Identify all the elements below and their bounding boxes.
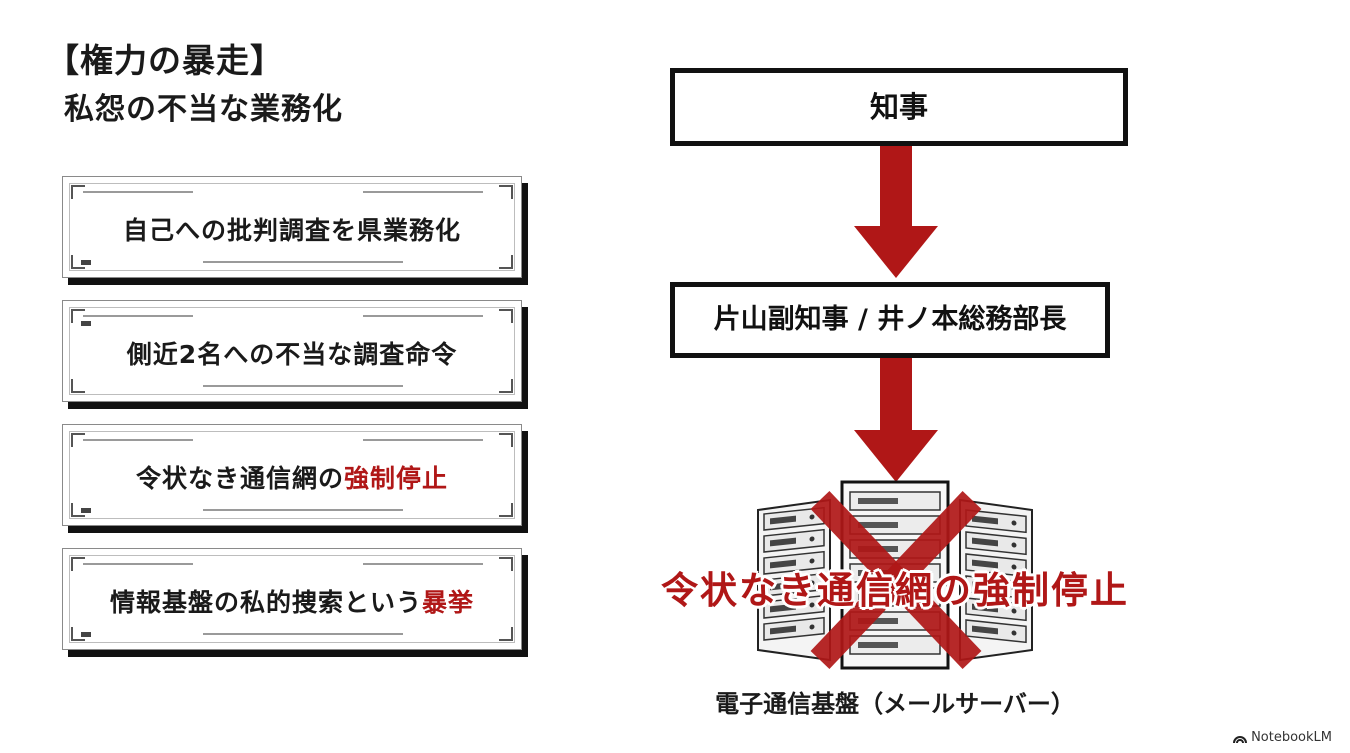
server-caption: 電子通信基盤（メールサーバー） [715,690,1075,718]
card-3: 令状なき通信網の強制停止 [62,424,522,526]
notebooklm-logo-icon [1233,735,1248,743]
card-3-label: 令状なき通信網の強制停止 [135,464,449,493]
vice-governor-box: 片山副知事 / 井ノ本総務部長 [670,282,1110,358]
card-4: 情報基盤の私的捜索という暴挙 [62,548,522,650]
down-arrow-2 [854,358,938,482]
card-2-label: 側近2名への不当な調査命令 [126,340,458,369]
slide-subtitle: 私怨の不当な業務化 [64,92,343,127]
down-arrow-1 [854,146,938,278]
governor-box: 知事 [670,68,1128,146]
slide-title: 【権力の暴走】 [46,41,284,80]
brand-label: NotebookLM [1251,730,1332,745]
shutdown-overlay-text: 令状なき通信網の強制停止 [661,569,1129,612]
brand-watermark: NotebookLM [1233,730,1332,745]
card-2: 側近2名への不当な調査命令 [62,300,522,402]
card-1-label: 自己への批判調査を県業務化 [122,216,461,245]
card-4-label: 情報基盤の私的捜索という暴挙 [109,588,475,617]
card-1: 自己への批判調査を県業務化 [62,176,522,278]
server-rack-icon [757,480,1033,670]
